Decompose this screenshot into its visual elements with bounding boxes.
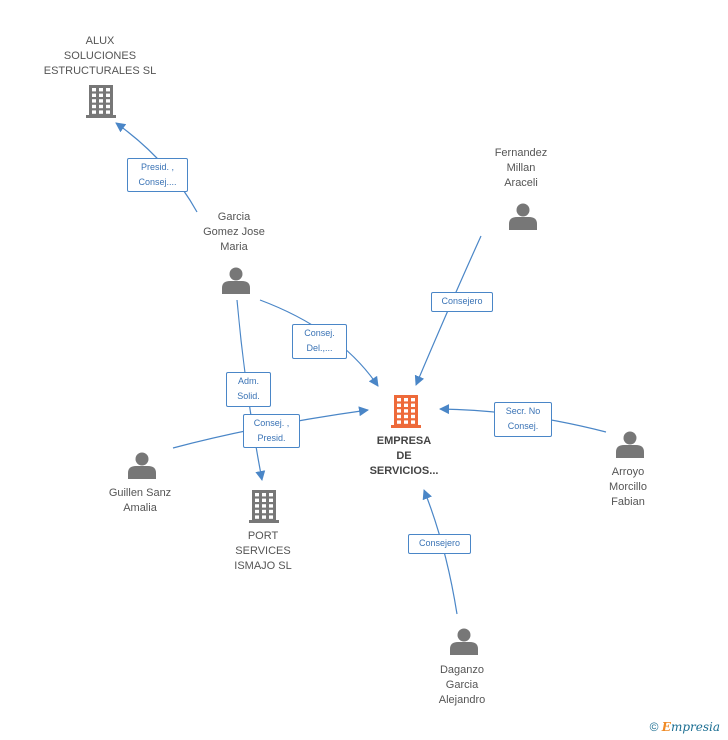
person-icon-guillen[interactable] [128,452,156,480]
person-icon-arroyo[interactable] [616,431,644,459]
edge-label-line: Consej. [304,328,335,338]
node-label-line: Millan [506,162,536,174]
node-label-empresa[interactable]: EMPRESA DE SERVICIOS... [334,434,474,479]
edge-label-line: Solid. [237,391,260,401]
person-icon-fernandez[interactable] [509,203,537,231]
node-label-line: SERVICIOS... [369,465,439,477]
node-label-line: Amalia [123,502,157,514]
brand-initial: E [661,720,671,734]
edges-layer [115,122,607,615]
node-label-line: Arroyo [611,466,645,478]
edge-label-line: Consej. , [253,418,290,428]
edge-label-garcia-to-empresa[interactable]: Consej. Del.,... [292,324,347,359]
node-label-line: Guillen Sanz [108,487,172,499]
node-label-line: PORT [247,530,279,542]
node-label-line: Gomez Jose [203,226,265,238]
node-label-line: Garcia [445,679,479,691]
edge-label-daganzo-to-empresa[interactable]: Consejero [408,534,471,554]
edge-label-line: Consejero [441,296,483,306]
edge-label-line: Consej.... [138,177,177,187]
building-icon-alux[interactable] [86,85,116,118]
copyright[interactable]: © Empresia [650,720,720,734]
edge-label-line: Adm. [237,376,259,386]
node-label-line: SOLUCIONES [63,50,137,62]
node-label-line: Araceli [504,177,538,189]
edge-label-line: Presid. [257,433,286,443]
edge-label-line: Secr. No [505,406,541,416]
node-label-line: ESTRUCTURALES SL [43,65,157,77]
node-label-line: Fabian [611,496,645,508]
building-icon-port[interactable] [249,490,279,523]
edge-label-fernandez-to-empresa[interactable]: Consejero [431,292,493,312]
person-icon-garcia[interactable] [222,267,250,295]
brand-logo: Empresia [662,720,720,734]
node-label-line: Fernandez [494,147,548,159]
node-label-line: DE [396,450,412,462]
node-label-line: Alejandro [438,694,486,706]
edge-label-line: Presid. , [140,162,174,172]
node-label-line: EMPRESA [376,435,432,447]
brand-rest: mpresia [670,720,720,734]
node-label-line: Maria [220,241,248,253]
node-label-alux[interactable]: ALUX SOLUCIONES ESTRUCTURALES SL [30,34,170,79]
edge-label-garcia-to-port[interactable]: Adm. Solid. [226,372,271,407]
edge-label-line: Consejero [418,538,461,548]
node-label-line: Morcillo [609,481,647,493]
edge-label-line: Consej. [507,421,539,431]
edge-label-arroyo-to-empresa[interactable]: Secr. No Consej. [494,402,552,437]
edge-label-guillen-to-empresa[interactable]: Consej. , Presid. [243,414,300,448]
node-label-line: SERVICES [235,545,291,557]
node-label-line: ALUX [85,35,115,47]
node-label-port[interactable]: PORT SERVICES ISMAJO SL [193,529,333,574]
node-label-line: Daganzo [439,664,485,676]
node-label-line: Garcia [217,211,251,223]
person-icon-daganzo[interactable] [450,628,478,656]
edge-label-garcia-to-alux[interactable]: Presid. , Consej.... [127,158,188,192]
copyright-symbol: © [649,720,659,734]
node-label-line: ISMAJO SL [234,560,292,572]
edge-label-line: Del.,... [306,343,333,353]
nodes-layer [86,85,644,655]
building-icon-empresa[interactable] [391,395,421,428]
